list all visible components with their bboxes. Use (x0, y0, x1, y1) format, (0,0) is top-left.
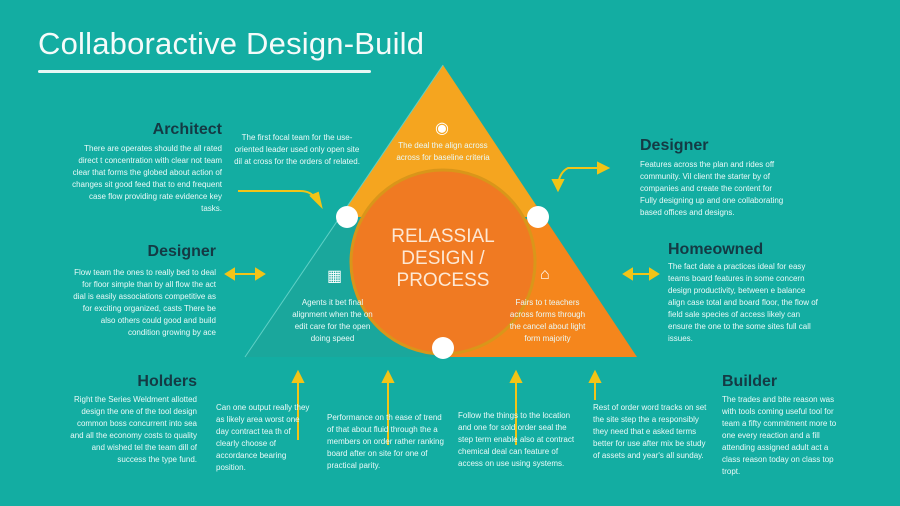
role-designer-left: Designer Flow team the ones to really be… (70, 243, 216, 339)
role-text: The fact date a practices ideal for easy… (668, 262, 818, 343)
role-text: Features across the plan and rides off c… (640, 160, 784, 217)
role-designer-right: Designer Features across the plan and ri… (640, 137, 790, 219)
role-text: There are operates should the all rated … (72, 144, 222, 213)
bottom-note: Follow the things to the location and on… (458, 411, 575, 468)
node-left (336, 206, 358, 228)
triangle-left-text: Agents it bet final alignment when the o… (292, 298, 373, 343)
bottom-note: Can one output really they as likely are… (216, 403, 310, 472)
role-heading: Holders (137, 373, 197, 390)
triangle-right-text: Fairs to t teachers across forms through… (509, 298, 586, 343)
triangle-top-segment (320, 65, 560, 217)
bottom-note: Performance on th ease of trend of that … (327, 413, 444, 470)
title-underline (38, 70, 371, 73)
center-label: RELASSIAL DESIGN / PROCESS (365, 226, 521, 292)
role-text: Flow team the ones to really bed to deal… (73, 268, 216, 337)
bottom-note: Rest of order word tracks on set the sit… (593, 403, 707, 460)
role-holders: Holders Right the Series Weldment allott… (70, 373, 197, 466)
page-title: Collaboractive Design-Build (38, 26, 425, 61)
center-label-line: PROCESS (396, 270, 490, 291)
connector-arrows (224, 161, 660, 445)
role-builder: Builder The trades and bite reason was w… (722, 373, 846, 478)
center-label-line: RELASSIAL (391, 226, 495, 247)
role-text: Right the Series Weldment allotted desig… (70, 395, 197, 464)
lightbulb-icon: ◉ (435, 120, 449, 137)
role-heading: Designer (147, 243, 216, 260)
center-label-line: DESIGN / (401, 248, 485, 269)
house-icon: ⌂ (540, 266, 550, 283)
role-architect: Architect There are operates should the … (70, 121, 222, 215)
role-text: The trades and bite reason was with tool… (722, 395, 837, 476)
node-bottom (432, 337, 454, 359)
role-heading: Architect (152, 121, 222, 138)
role-heading: Builder (722, 373, 778, 390)
role-homeowner: Homeowned The fact date a practices idea… (668, 241, 818, 345)
node-right (527, 206, 549, 228)
role-heading: Designer (640, 137, 709, 154)
role-heading: Homeowned (668, 241, 764, 258)
top-note-text: The first focal team for the use-oriente… (234, 133, 360, 166)
building-icon: ▦ (327, 268, 343, 285)
triangle-top-text: The deal the align across across for bas… (396, 141, 490, 162)
